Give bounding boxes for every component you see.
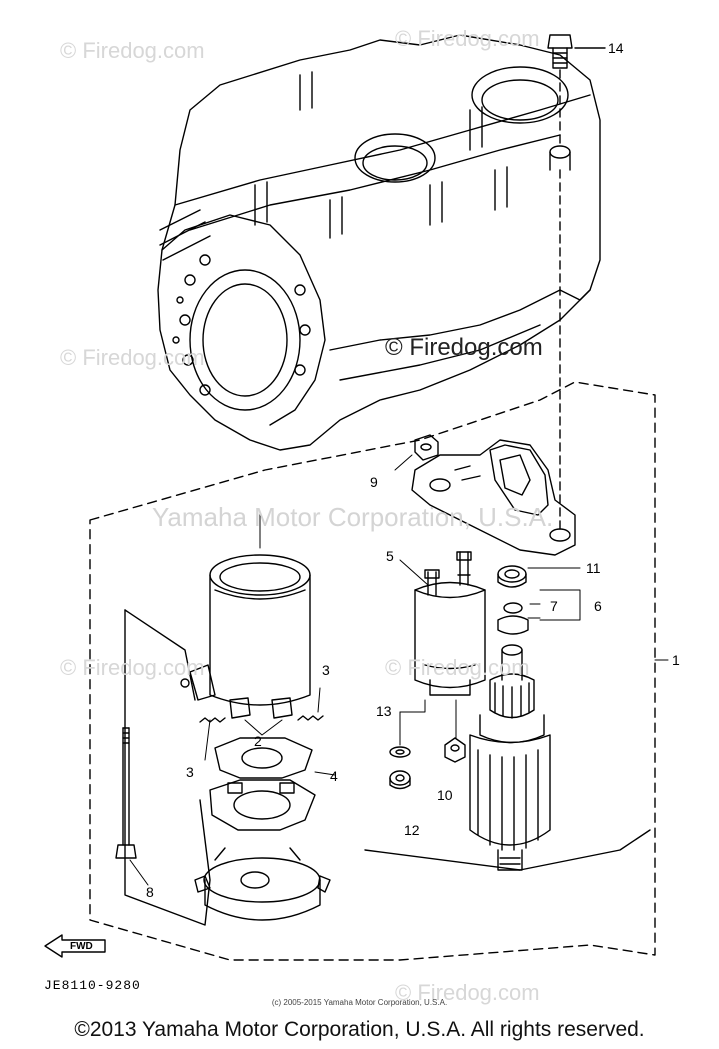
callout-5: 5: [386, 548, 394, 564]
small-copyright: (c) 2005-2015 Yamaha Motor Corporation, …: [271, 998, 448, 1007]
callout-7: 7: [550, 598, 558, 614]
callout-8: 8: [146, 884, 154, 900]
watermark: © Firedog.com: [60, 655, 205, 680]
sub-boundary: [124, 609, 211, 926]
part-bolt-14: [547, 34, 606, 69]
callout-12: 12: [404, 822, 420, 838]
watermark: Yamaha Motor Corporation, U.S.A.: [152, 502, 554, 532]
diagram-code: JE8110-9280: [44, 978, 141, 993]
fwd-arrow-icon: [44, 934, 106, 958]
watermark-dark: © Firedog.com: [385, 334, 543, 361]
part-brush-plate: [209, 737, 336, 831]
sub-boundary: [364, 829, 651, 871]
watermark: © Firedog.com: [60, 38, 205, 63]
watermark: © Firedog.com: [60, 345, 205, 370]
fwd-label: FWD: [70, 941, 93, 952]
callout-13: 13: [376, 703, 392, 719]
part-starter-cover: [394, 434, 576, 556]
callout-brackets: [527, 567, 669, 661]
callout-1: 1: [672, 652, 680, 668]
engine-block-drawing: [157, 34, 601, 451]
sub-boundary: [124, 609, 196, 701]
callout-6: 6: [594, 598, 602, 614]
part-end-cap: [194, 847, 331, 921]
part-through-bolt-8: [115, 727, 149, 886]
callout-11: 11: [586, 560, 601, 576]
callout-3: 3: [186, 764, 194, 780]
callout-14: 14: [608, 40, 624, 56]
watermark: © Firedog.com: [395, 26, 540, 51]
callout-3: 3: [322, 662, 330, 678]
part-yoke-housing: [180, 511, 324, 761]
callout-4: 4: [330, 768, 338, 784]
callout-2: 2: [254, 733, 262, 749]
callout-10: 10: [437, 787, 453, 803]
assembly-boundary: [89, 381, 656, 961]
copyright-footer: ©2013 Yamaha Motor Corporation, U.S.A. A…: [74, 1018, 645, 1041]
part-armature: [469, 565, 551, 871]
callout-9: 9: [370, 474, 378, 490]
watermark: © Firedog.com: [395, 980, 540, 1005]
part-small-hardware: [389, 699, 466, 790]
watermark: © Firedog.com: [385, 655, 530, 680]
part-solenoid-5: [399, 551, 486, 696]
